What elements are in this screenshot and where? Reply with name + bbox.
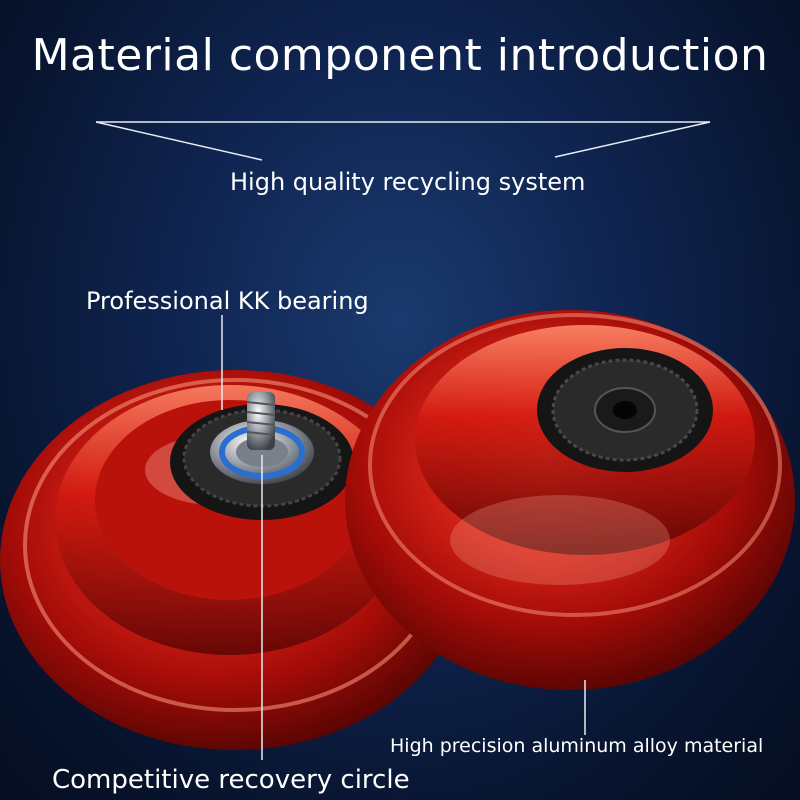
right-yoyo-half	[345, 310, 795, 690]
kk-bearing-label: Professional KK bearing	[86, 287, 369, 315]
recycling-system-label: High quality recycling system	[230, 168, 586, 196]
page-title: Material component introduction	[31, 30, 769, 81]
header-divider	[95, 121, 711, 161]
aluminum-alloy-label: High precision aluminum alloy material	[390, 735, 764, 757]
recovery-circle-label: Competitive recovery circle	[52, 765, 410, 795]
